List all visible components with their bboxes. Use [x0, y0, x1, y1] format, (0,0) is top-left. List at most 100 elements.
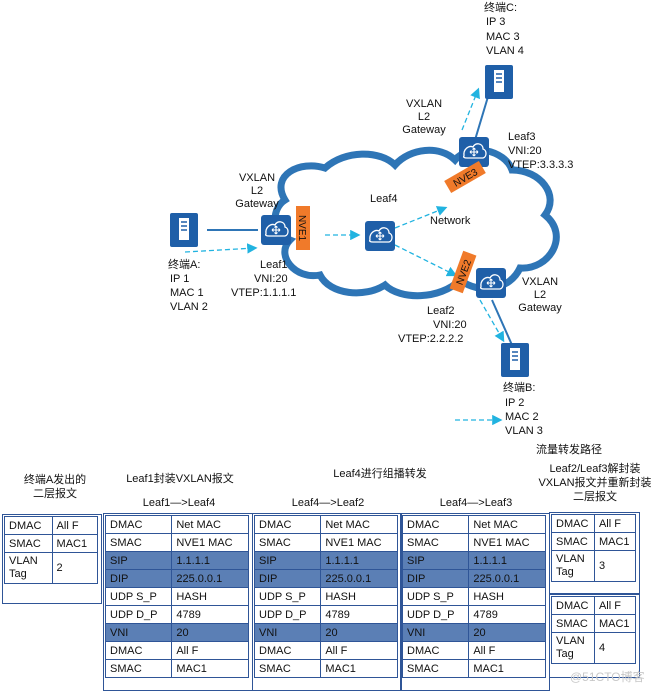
leaf1-vtep: VTEP:1.1.1.1	[231, 287, 297, 299]
terminal-a-mac: MAC 1	[170, 287, 204, 299]
terminal-b-mac: MAC 2	[505, 411, 539, 423]
router-icon[interactable]	[475, 267, 507, 299]
terminal-b-vlan: VLAN 3	[505, 425, 543, 437]
field-name: SMAC	[4, 534, 53, 553]
field-name: SMAC	[551, 532, 595, 551]
field-name: UDP S_P	[401, 587, 470, 606]
network-label: Network	[430, 215, 471, 227]
terminal-b-ip: IP 2	[505, 397, 525, 409]
field-name: DMAC	[104, 515, 173, 534]
field-value: MAC1	[320, 659, 398, 678]
field-value: All F	[593, 514, 637, 533]
field-value: 225.0.0.1	[468, 569, 546, 588]
topology-canvas: NVE1 NVE3 NVE2	[169, 64, 560, 426]
frame-b-border	[549, 512, 640, 594]
field-value: 20	[468, 623, 546, 642]
field-value: HASH	[320, 587, 398, 606]
subtitle-leaf4-leaf3: Leaf4—>Leaf3	[439, 497, 513, 509]
field-name: VNI	[253, 623, 322, 642]
field-value: 20	[320, 623, 398, 642]
field-name: DMAC	[253, 515, 322, 534]
subtitle-leaf4-leaf2: Leaf4—>Leaf2	[291, 497, 365, 509]
router-icon[interactable]	[364, 220, 396, 252]
field-value: 4789	[171, 605, 249, 624]
field-value: MAC1	[468, 659, 546, 678]
field-value: 3	[593, 550, 637, 582]
leaf1-gateway-label: VXLAN L2 Gateway	[235, 172, 279, 210]
field-name: DIP	[401, 569, 470, 588]
field-name: DMAC	[104, 641, 173, 660]
field-name: UDP S_P	[253, 587, 322, 606]
field-value: MAC1	[171, 659, 249, 678]
title-leaf4-multicast: Leaf4进行组播转发	[333, 468, 427, 480]
field-name: UDP D_P	[253, 605, 322, 624]
title-leaf1-encap: Leaf1封装VXLAN报文	[126, 473, 234, 485]
field-name: SIP	[253, 551, 322, 570]
field-value: 2	[51, 552, 99, 584]
network-cloud	[271, 146, 560, 300]
field-value: 1.1.1.1	[171, 551, 249, 570]
field-value: 4	[593, 632, 637, 664]
field-value: 1.1.1.1	[320, 551, 398, 570]
router-icon[interactable]	[260, 214, 292, 246]
field-name: UDP D_P	[401, 605, 470, 624]
field-name: SIP	[104, 551, 173, 570]
field-value: All F	[468, 641, 546, 660]
field-value: All F	[51, 516, 99, 535]
server-icon[interactable]	[500, 342, 530, 378]
field-name: SMAC	[401, 659, 470, 678]
field-value: Net MAC	[320, 515, 398, 534]
field-value: MAC1	[593, 532, 637, 551]
terminal-c-ip: IP 3	[486, 16, 506, 28]
field-value: MAC1	[51, 534, 99, 553]
field-name: SMAC	[551, 614, 595, 633]
field-name: UDP S_P	[104, 587, 173, 606]
terminal-a-vlan: VLAN 2	[170, 301, 208, 313]
field-name: SMAC	[253, 533, 322, 552]
server-icon[interactable]	[484, 64, 514, 100]
watermark: @51CTO博客	[570, 670, 645, 684]
field-name: SMAC	[104, 533, 173, 552]
field-name: VNI	[401, 623, 470, 642]
field-name: DMAC	[551, 596, 595, 615]
field-value: All F	[320, 641, 398, 660]
field-name: DMAC	[551, 514, 595, 533]
field-name: UDP D_P	[104, 605, 173, 624]
field-value: HASH	[171, 587, 249, 606]
field-name: VLAN Tag	[4, 552, 53, 584]
field-value: NVE1 MAC	[171, 533, 249, 552]
router-icon[interactable]	[458, 136, 490, 168]
leaf3-vtep: VTEP:3.3.3.3	[508, 159, 574, 171]
terminal-a-name: 终端A:	[168, 259, 201, 271]
server-icon[interactable]	[169, 212, 199, 248]
field-value: Net MAC	[171, 515, 249, 534]
field-value: NVE1 MAC	[320, 533, 398, 552]
field-name: SIP	[401, 551, 470, 570]
